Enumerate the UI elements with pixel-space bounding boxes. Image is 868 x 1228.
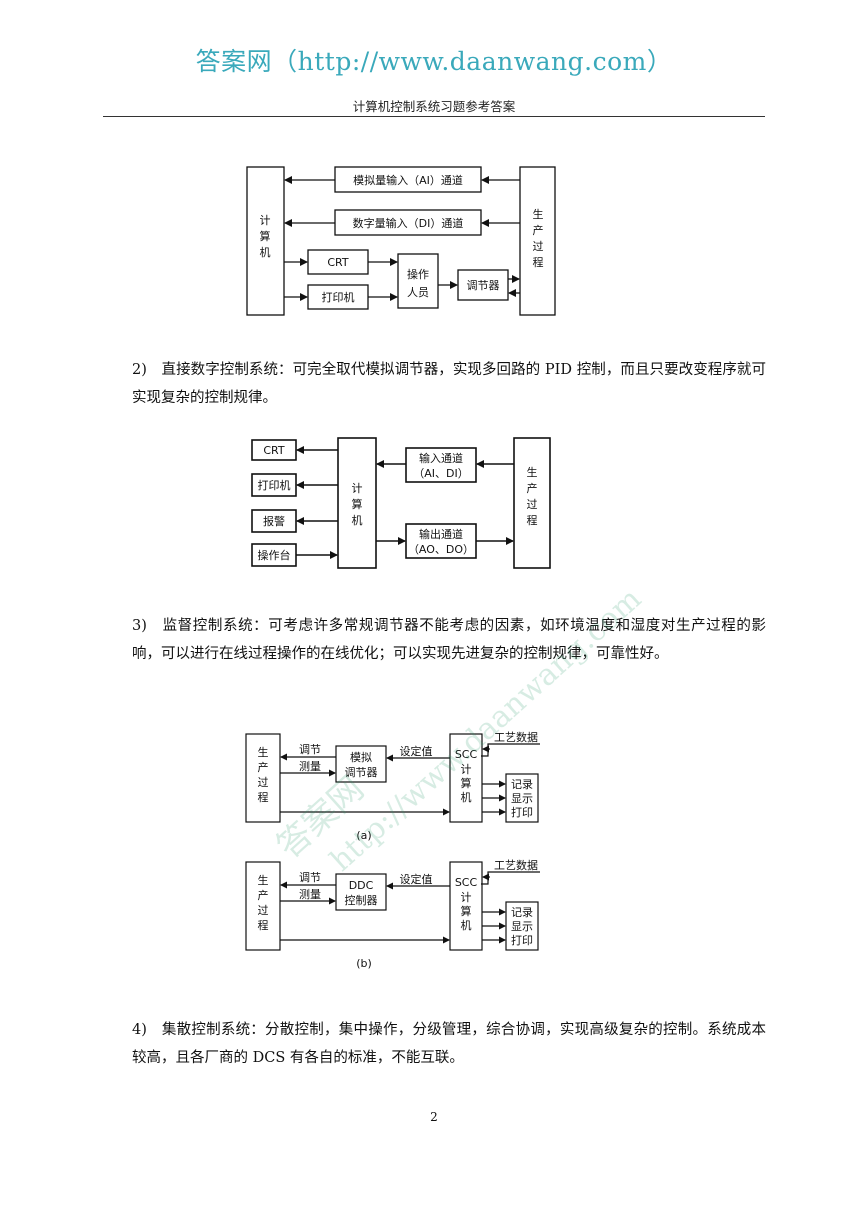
computer-label: 算 xyxy=(352,497,363,511)
document-subtitle: 计算机控制系统习题参考答案 xyxy=(352,99,516,114)
scc-label: 机 xyxy=(461,918,472,932)
record-label: 记录 xyxy=(511,906,533,919)
process-label: 过 xyxy=(258,776,269,789)
computer-box xyxy=(337,437,377,569)
setpoint-label: 设定值 xyxy=(400,872,433,886)
computer-box xyxy=(246,166,285,316)
printer-label: 打印机 xyxy=(322,290,355,304)
paragraph-dcs: 4) 集散控制系统：分散控制，集中操作，分级管理，综合协调，实现高级复杂的控制。… xyxy=(132,1022,766,1066)
ddc-controller-box xyxy=(335,873,387,911)
process-label: 产 xyxy=(533,223,544,237)
computer-label: 机 xyxy=(352,513,363,527)
process-label: 生 xyxy=(533,207,544,221)
figure-data-acquisition-system: 计 算 机 生 产 过 程 模拟量输入（AI）通道 数字量输入（DI）通道 CR… xyxy=(245,160,575,325)
scc-label: 计 xyxy=(461,891,472,904)
ai-channel-label: 模拟量输入（AI）通道 xyxy=(353,173,463,187)
crt-box xyxy=(307,249,369,275)
header-rule xyxy=(103,116,765,117)
analog-regulator-box xyxy=(335,745,387,783)
crt-label: CRT xyxy=(263,444,285,457)
console-label: 操作台 xyxy=(258,548,291,562)
process-label: 程 xyxy=(533,256,544,269)
process-label: 生 xyxy=(527,465,538,479)
analog-regulator-label: 模拟 xyxy=(350,750,372,764)
scc-label: SCC xyxy=(455,748,478,761)
regulator-label: 调节器 xyxy=(467,279,500,292)
printer-box xyxy=(307,284,369,310)
adjust-label: 调节 xyxy=(299,871,321,884)
process-label: 过 xyxy=(533,240,544,253)
input-channel-label: （AI、DI） xyxy=(413,467,468,480)
figure-direct-digital-control: CRT 打印机 报警 操作台 计 算 机 输入通道 （AI、DI） 输出通道 （… xyxy=(248,434,558,574)
operator-label: 人员 xyxy=(407,286,429,299)
output-channel-label: 输出通道 xyxy=(419,527,463,541)
process-label: 过 xyxy=(258,904,269,917)
paragraph-scc: 3) 监督控制系统：可考虑许多常规调节器不能考虑的因素，如环境温度和湿度对生产过… xyxy=(132,618,766,662)
printer-label: 打印机 xyxy=(258,478,291,492)
measure-label: 测量 xyxy=(299,888,321,901)
scc-computer-box xyxy=(449,861,483,951)
process-box xyxy=(245,861,281,951)
process-label: 程 xyxy=(258,791,269,804)
scc-label: 算 xyxy=(461,904,472,918)
paragraph-ddc: 2) 直接数字控制系统：可完全取代模拟调节器，实现多回路的 PID 控制，而且只… xyxy=(132,362,766,406)
record-display-print-box xyxy=(505,773,539,823)
ddc-controller-label: DDC xyxy=(349,879,374,892)
record-display-print-box xyxy=(505,901,539,951)
regulator-box xyxy=(457,269,509,301)
scc-label: SCC xyxy=(455,876,478,889)
record-label: 记录 xyxy=(511,778,533,791)
process-label: 生 xyxy=(258,873,269,887)
process-box xyxy=(245,733,281,823)
scc-label: 机 xyxy=(461,790,472,804)
crt-label: CRT xyxy=(327,256,349,269)
di-channel-label: 数字量输入（DI）通道 xyxy=(353,216,464,230)
operator-box xyxy=(397,253,439,309)
figure-scc-analog: 生 产 过 程 调节 测量 模拟 调节器 设定值 SCC 计 算 机 工艺数据 … xyxy=(244,728,554,848)
figure-caption-a: (a) xyxy=(356,829,371,842)
computer-label: 算 xyxy=(260,229,271,243)
process-box xyxy=(519,166,556,316)
print-label: 打印 xyxy=(511,805,533,819)
ddc-controller-label: 控制器 xyxy=(345,893,378,907)
process-label: 产 xyxy=(527,481,538,495)
process-label: 产 xyxy=(258,888,269,902)
process-label: 产 xyxy=(258,760,269,774)
setpoint-label: 设定值 xyxy=(400,744,433,758)
figure-caption-b: (b) xyxy=(356,957,372,970)
measure-label: 测量 xyxy=(299,760,321,773)
output-channel-label: （AO、DO） xyxy=(408,543,474,556)
ai-channel-box xyxy=(334,166,482,193)
scc-computer-box xyxy=(449,733,483,823)
analog-regulator-label: 调节器 xyxy=(345,766,378,779)
figure-scc-ddc: 生 产 过 程 调节 测量 DDC 控制器 设定值 SCC 计 算 机 工艺数据… xyxy=(244,856,554,976)
computer-label: 机 xyxy=(260,245,271,259)
process-box xyxy=(513,437,551,569)
display-label: 显示 xyxy=(511,920,533,933)
adjust-label: 调节 xyxy=(299,743,321,756)
scc-label: 算 xyxy=(461,776,472,790)
process-label: 程 xyxy=(527,514,538,527)
alarm-label: 报警 xyxy=(263,514,285,528)
input-channel-label: 输入通道 xyxy=(419,451,463,465)
page-number: 2 xyxy=(430,1110,438,1124)
process-data-label: 工艺数据 xyxy=(494,730,538,744)
computer-label: 计 xyxy=(352,482,363,495)
print-label: 打印 xyxy=(511,933,533,947)
process-label: 程 xyxy=(258,919,269,932)
operator-label: 操作 xyxy=(407,267,429,281)
process-label: 过 xyxy=(527,498,538,511)
computer-label: 计 xyxy=(260,214,271,227)
process-data-label: 工艺数据 xyxy=(494,858,538,872)
scc-label: 计 xyxy=(461,763,472,776)
process-label: 生 xyxy=(258,745,269,759)
site-header: 答案网（http://www.daanwang.com） xyxy=(195,47,673,76)
display-label: 显示 xyxy=(511,792,533,805)
